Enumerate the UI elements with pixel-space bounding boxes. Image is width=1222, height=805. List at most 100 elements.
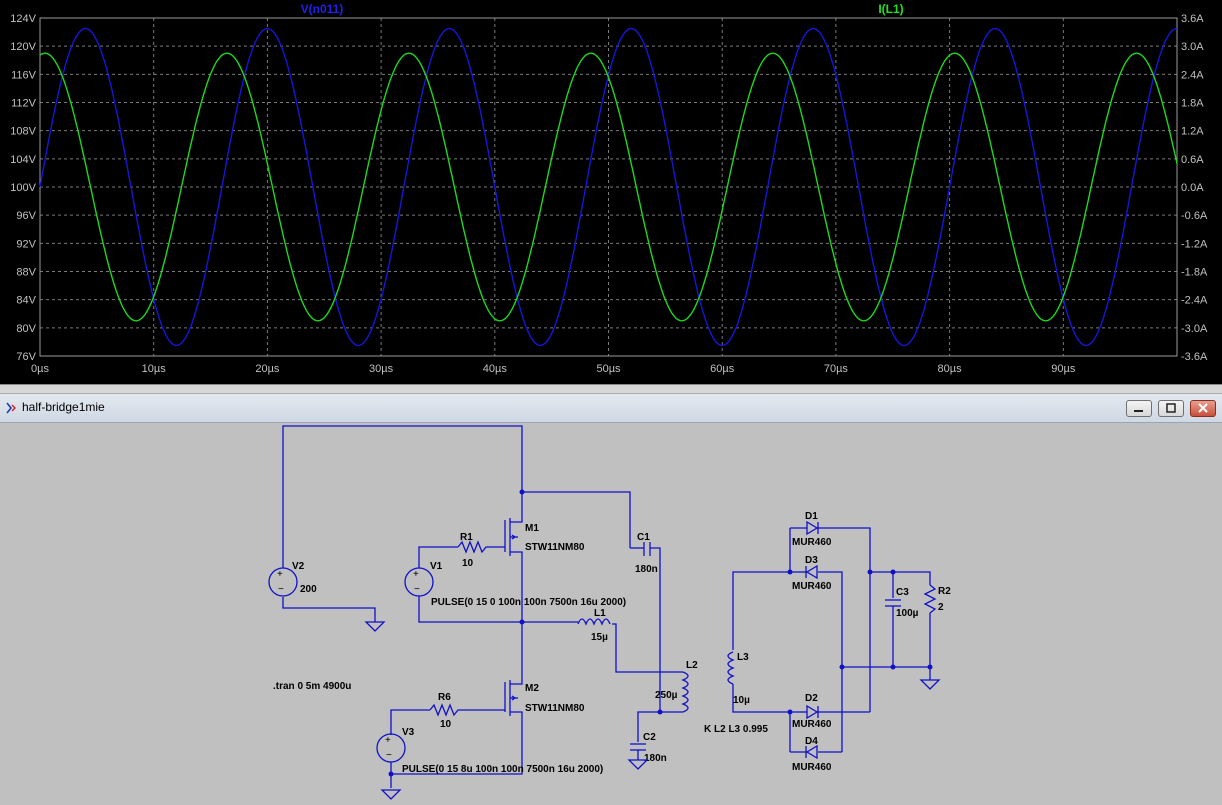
close-button[interactable]	[1190, 400, 1216, 417]
series-line-i-l1[interactable]	[39, 52, 1178, 322]
schematic-drawing[interactable]: + − V2 200 M1 STW11NM80	[0, 423, 1222, 800]
schematic-window: half-bridge1mie + − V2 200	[0, 394, 1222, 800]
wire	[391, 716, 523, 775]
L2-label: L2	[686, 660, 698, 671]
D2-diode[interactable]	[798, 704, 819, 720]
D3-value: MUR460	[792, 581, 832, 592]
C2-label: C2	[643, 732, 656, 743]
wire	[732, 571, 798, 650]
D3-diode[interactable]	[798, 564, 818, 580]
svg-text:+: +	[413, 569, 419, 580]
y-left-tick: 84V	[16, 295, 36, 307]
M1-label: M1	[525, 523, 539, 534]
R2-value: 2	[938, 602, 944, 613]
C1-capacitor[interactable]	[643, 542, 651, 556]
wire	[818, 527, 871, 712]
D2-label: D2	[805, 693, 818, 704]
y-left-tick: 96V	[16, 210, 36, 222]
L1-inductor[interactable]	[577, 618, 611, 626]
wire	[732, 684, 798, 713]
x-tick: 90µs	[1051, 363, 1076, 375]
y-right-tick: 1.8A	[1181, 98, 1204, 110]
L1-label: L1	[594, 608, 606, 619]
restore-icon	[1166, 403, 1176, 413]
close-icon	[1198, 403, 1208, 413]
L2-inductor[interactable]	[681, 671, 689, 713]
M2-label: M2	[525, 683, 539, 694]
V2-source[interactable]: + −	[268, 567, 298, 597]
wire	[870, 571, 931, 585]
y-right-tick: 0.0A	[1181, 182, 1204, 194]
y-left-tick: 116V	[11, 69, 37, 81]
R1-resistor[interactable]	[457, 540, 488, 554]
C1-value: 180n	[635, 564, 658, 575]
M1-value: STW11NM80	[525, 542, 585, 553]
coupling-directive[interactable]: K L2 L3 0.995	[704, 724, 768, 735]
y-right-tick: 2.4A	[1181, 69, 1204, 81]
M2-value: STW11NM80	[525, 703, 585, 714]
tran-directive[interactable]: .tran 0 5m 4900u	[273, 681, 351, 692]
D1-label: D1	[805, 511, 818, 522]
L3-inductor[interactable]	[727, 651, 735, 685]
wire	[522, 491, 631, 548]
series-line-v-n011[interactable]	[39, 27, 1177, 347]
y-right-tick: 1.2A	[1181, 126, 1204, 138]
R1-value: 10	[462, 558, 474, 569]
V1-source[interactable]: + −	[404, 567, 434, 597]
ground-symbol	[627, 759, 649, 770]
minimize-icon	[1134, 410, 1143, 412]
V1-value: PULSE(0 15 0 100n 100n 7500n 16u 2000)	[431, 597, 626, 608]
L1-value: 15µ	[591, 632, 608, 643]
C3-capacitor[interactable]	[885, 599, 901, 607]
y-right-tick: -3.6A	[1181, 351, 1208, 363]
y-left-tick: 124V	[10, 13, 36, 25]
y-right-tick: -3.0A	[1181, 323, 1208, 335]
wire	[637, 711, 683, 742]
R6-resistor[interactable]	[429, 703, 488, 717]
R2-resistor[interactable]	[923, 584, 937, 667]
wire	[390, 709, 430, 735]
svg-text:−: −	[278, 584, 284, 595]
svg-text:+: +	[385, 735, 391, 746]
y-left-tick: 104V	[10, 154, 36, 166]
y-left-tick: 80V	[16, 323, 36, 335]
R6-value: 10	[440, 719, 452, 730]
series-label-i[interactable]: I(L1)	[878, 2, 903, 16]
y-left-tick: 108V	[10, 126, 36, 138]
pane-splitter[interactable]	[0, 384, 1222, 394]
D4-diode[interactable]	[790, 744, 818, 760]
minimize-button[interactable]	[1126, 400, 1152, 417]
x-tick: 0µs	[31, 363, 49, 375]
x-tick: 20µs	[255, 363, 280, 375]
y-left-tick: 88V	[16, 267, 36, 279]
x-tick: 70µs	[824, 363, 849, 375]
C2-capacitor[interactable]	[630, 743, 646, 751]
V3-source[interactable]: + −	[376, 733, 406, 763]
series-label-v[interactable]: V(n011)	[301, 2, 344, 16]
wire	[650, 547, 661, 710]
y-left-tick: 92V	[16, 238, 36, 250]
D1-diode[interactable]	[790, 520, 819, 536]
V2-label: V2	[292, 561, 305, 572]
schematic-canvas[interactable]: + − V2 200 M1 STW11NM80	[0, 423, 1222, 800]
y-left-tick: 112V	[11, 98, 37, 110]
schematic-titlebar[interactable]: half-bridge1mie	[0, 394, 1222, 423]
D2-value: MUR460	[792, 719, 832, 730]
D1-value: MUR460	[792, 537, 832, 548]
V2-value: 200	[300, 584, 317, 595]
wire	[282, 597, 376, 622]
y-left-tick: 120V	[10, 41, 36, 53]
M2-mosfet[interactable]	[488, 680, 523, 716]
C3-label: C3	[896, 587, 909, 598]
y-right-tick: 0.6A	[1181, 154, 1204, 166]
L2-value: 250µ	[655, 690, 678, 701]
y-left-tick: 100V	[10, 182, 36, 194]
y-right-tick: 3.6A	[1181, 13, 1204, 25]
M1-mosfet[interactable]	[488, 518, 523, 556]
V3-value: PULSE(0 15 8u 100n 100n 7500n 16u 2000)	[402, 764, 603, 775]
wire	[612, 623, 683, 673]
restore-button[interactable]	[1158, 400, 1184, 417]
x-tick: 50µs	[596, 363, 621, 375]
